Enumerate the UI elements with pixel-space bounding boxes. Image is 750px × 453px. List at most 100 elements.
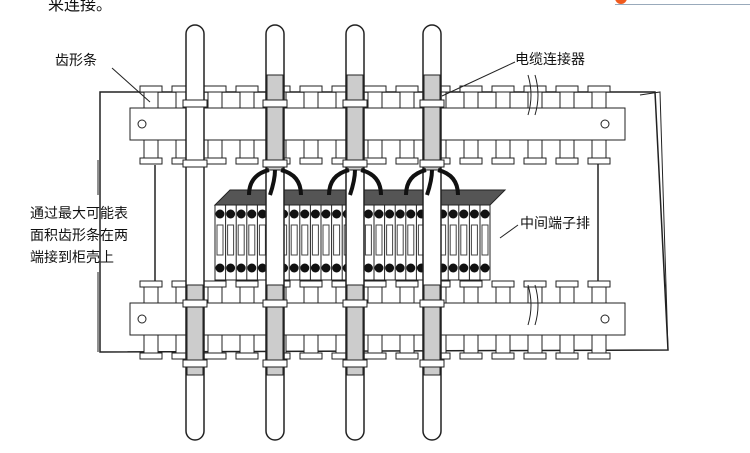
terminal-slot bbox=[481, 224, 489, 256]
cable-clamp bbox=[262, 99, 288, 108]
comb-tooth-tip bbox=[523, 280, 547, 288]
mounting-hole bbox=[137, 119, 147, 129]
comb-tooth-tip bbox=[555, 85, 579, 93]
terminal-screw bbox=[395, 209, 405, 219]
terminal-screw bbox=[448, 263, 458, 273]
note-line: 端接到柜壳上 bbox=[30, 250, 114, 266]
cable-clamp bbox=[342, 299, 368, 308]
comb-tooth-tip bbox=[491, 352, 515, 360]
comb-tooth-tip bbox=[203, 352, 227, 360]
terminal-slot bbox=[449, 224, 457, 256]
terminal-screw bbox=[310, 209, 320, 219]
terminal-screw bbox=[226, 209, 236, 219]
mounting-hole bbox=[137, 314, 147, 324]
leader-line-comb bbox=[111, 67, 151, 103]
comb-tooth-tip bbox=[363, 352, 387, 360]
cable-jacket bbox=[185, 24, 205, 441]
label-comb-bar: 齿形条 bbox=[55, 53, 97, 69]
terminal-screw bbox=[363, 209, 373, 219]
terminal-screw bbox=[480, 209, 490, 219]
leader-lines bbox=[97, 61, 519, 352]
terminal-slot bbox=[333, 224, 341, 256]
comb-tooth-tip bbox=[459, 157, 483, 165]
terminal-screw bbox=[385, 263, 395, 273]
terminal-slot bbox=[227, 224, 235, 256]
terminal-screw bbox=[257, 263, 267, 273]
terminal-slot bbox=[258, 224, 266, 256]
cable-shield-braid bbox=[266, 74, 284, 171]
cable-1 bbox=[182, 24, 208, 441]
cable-wires bbox=[247, 168, 303, 196]
terminal-slot bbox=[470, 224, 478, 256]
comb-tooth-tip bbox=[139, 85, 163, 93]
comb-tooth-tip bbox=[235, 280, 259, 288]
comb-tooth-tip bbox=[299, 280, 323, 288]
comb-tooth-tip bbox=[523, 157, 547, 165]
comb-tooth-tip bbox=[395, 157, 419, 165]
cable-clamp bbox=[262, 299, 288, 308]
terminal-screw bbox=[480, 263, 490, 273]
terminal-screw bbox=[406, 209, 416, 219]
terminal-screw bbox=[300, 263, 310, 273]
break-mark bbox=[527, 74, 539, 326]
terminal-slot bbox=[237, 224, 245, 256]
comb-tooth-tip bbox=[395, 85, 419, 93]
terminal-screw bbox=[215, 209, 225, 219]
terminal-screw bbox=[289, 263, 299, 273]
terminal-screw bbox=[321, 263, 331, 273]
cable-shield-braid bbox=[346, 74, 364, 171]
terminal-screw bbox=[374, 263, 384, 273]
mounting-hole bbox=[600, 119, 610, 129]
cable-2 bbox=[247, 24, 303, 441]
comb-tooth-tip bbox=[587, 280, 611, 288]
cable-clamp bbox=[262, 359, 288, 368]
terminal-screw bbox=[257, 209, 267, 219]
comb-bar-body bbox=[129, 302, 626, 336]
comb-tooth-tip bbox=[139, 280, 163, 288]
cable-clamp bbox=[342, 99, 368, 108]
note-line: 通过最大可能表 bbox=[30, 206, 128, 222]
comb-tooth-tip bbox=[235, 85, 259, 93]
label-terminal-block: 中间端子排 bbox=[520, 216, 590, 232]
comb-tooth-tip bbox=[299, 352, 323, 360]
page-corner-mark bbox=[615, 0, 750, 5]
comb-tooth-tip bbox=[491, 157, 515, 165]
cable-clamp bbox=[419, 359, 445, 368]
terminal-screw bbox=[332, 209, 342, 219]
terminal-screw bbox=[395, 263, 405, 273]
cable-shield-braid bbox=[423, 74, 441, 171]
comb-bar-top bbox=[129, 85, 626, 165]
cable-wires bbox=[327, 168, 383, 196]
comb-tooth-tip bbox=[363, 85, 387, 93]
terminal-slot bbox=[322, 224, 330, 256]
cable-clamp bbox=[342, 159, 368, 168]
comb-tooth-tip bbox=[299, 157, 323, 165]
comb-tooth-tip bbox=[587, 85, 611, 93]
label-grounding-note: 通过最大可能表 面积齿形条在两 端接到柜壳上 bbox=[30, 203, 150, 269]
mounting-hole bbox=[600, 314, 610, 324]
cable-3 bbox=[327, 24, 383, 441]
comb-bar-body bbox=[129, 107, 626, 141]
cabinet-edge bbox=[639, 91, 669, 351]
cable-clamp bbox=[182, 159, 208, 168]
cable-clamp bbox=[342, 359, 368, 368]
terminal-screw bbox=[469, 209, 479, 219]
comb-tooth-tip bbox=[139, 352, 163, 360]
terminal-screw bbox=[469, 263, 479, 273]
document-text-fragment: 来连接。 bbox=[48, 0, 113, 14]
terminal-screw bbox=[310, 263, 320, 273]
label-cable-connector: 电缆连接器 bbox=[515, 52, 585, 68]
terminal-slot bbox=[301, 224, 309, 256]
cable-clamp bbox=[419, 99, 445, 108]
cable-clamp bbox=[262, 159, 288, 168]
comb-tooth-tip bbox=[203, 280, 227, 288]
cable-clamp bbox=[182, 299, 208, 308]
cable-clamp bbox=[419, 159, 445, 168]
terminal-screw bbox=[300, 209, 310, 219]
comb-tooth-tip bbox=[587, 157, 611, 165]
terminal-screw bbox=[459, 263, 469, 273]
comb-tooth-tip bbox=[203, 85, 227, 93]
terminal-screw bbox=[236, 209, 246, 219]
terminal-slot bbox=[290, 224, 298, 256]
terminal-screw bbox=[406, 263, 416, 273]
